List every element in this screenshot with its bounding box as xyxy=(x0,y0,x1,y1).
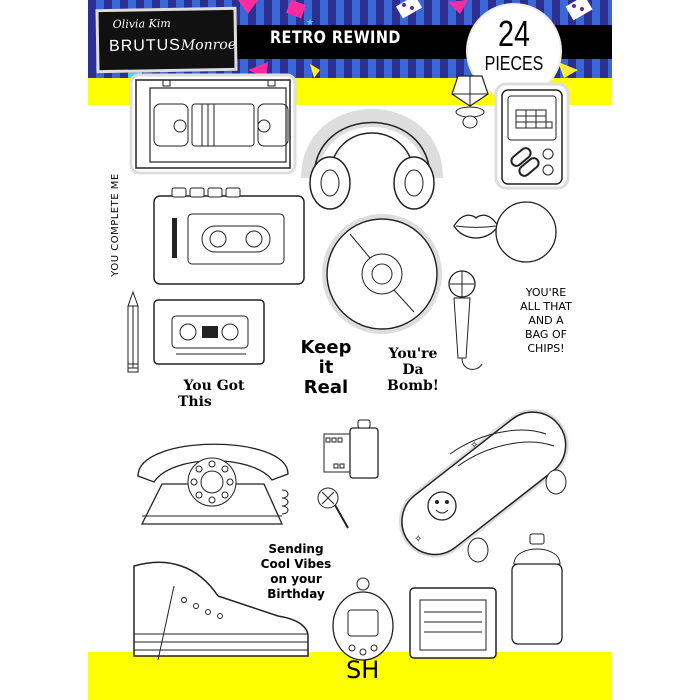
svg-text:✧: ✧ xyxy=(414,534,422,545)
text-line: on your xyxy=(270,572,322,586)
handheld-game-icon xyxy=(494,82,570,190)
sneaker-icon xyxy=(133,561,309,661)
sentiment-youre-da-bomb: You're Da Bomb! xyxy=(378,346,448,394)
svg-text:✧: ✧ xyxy=(470,440,478,451)
brand-name-script: Monroe xyxy=(180,36,237,54)
microphone-icon xyxy=(448,270,483,370)
brand-name: BRUTUSMonroe xyxy=(109,36,236,56)
text-line: Cool Vibes xyxy=(260,557,332,571)
text-line: CHIPS! xyxy=(527,342,565,355)
piece-count: 24 xyxy=(497,13,531,54)
walkman-icon xyxy=(153,187,305,285)
film-roll-icon xyxy=(323,419,379,479)
lips-icon xyxy=(453,214,499,239)
sentiment-you-got-this: You Got This xyxy=(174,378,254,410)
floppy-disk-icon xyxy=(409,587,497,659)
text-line: YOU'RE xyxy=(525,286,567,299)
ring-pop-icon xyxy=(451,75,489,129)
cassette-tape-icon xyxy=(153,299,265,365)
piece-label: PIECES xyxy=(484,53,544,75)
sentiment-cool-vibes: Sending Cool Vibes on your Birthday xyxy=(254,542,338,602)
text-line: Real xyxy=(303,377,349,398)
sentiment-all-that: YOU'RE ALL THAT AND A BAG OF CHIPS! xyxy=(516,286,576,356)
skateboard-icon: ✧✧ xyxy=(398,409,569,563)
svg-text:★: ★ xyxy=(306,17,314,27)
text-line: You Got xyxy=(183,378,245,394)
text-line: Birthday xyxy=(267,587,325,601)
text-line: BAG OF xyxy=(525,328,567,341)
tamagotchi-icon xyxy=(332,577,394,661)
text-line: Keep xyxy=(300,337,352,358)
sentiment-you-complete-me: YOU COMPLETE ME xyxy=(110,173,121,277)
headphones-icon xyxy=(301,109,443,210)
sentiment-keep-it-real: Keep it Real xyxy=(286,338,366,398)
text-line: You're xyxy=(388,346,438,362)
pencil-icon xyxy=(127,290,139,373)
text-line: it xyxy=(318,357,334,378)
brand-name-main: BRUTUS xyxy=(108,36,182,56)
brand-signature: Olivia Kim xyxy=(112,16,171,31)
brand-logo: Olivia Kim BRUTUSMonroe xyxy=(95,6,238,74)
text-line: Bomb! xyxy=(387,378,439,394)
telephone-icon xyxy=(137,443,289,525)
spray-can-icon xyxy=(511,533,563,645)
text-line: This xyxy=(178,394,212,410)
product-card: ★ ★ RETRO REWIND Olivia Kim BRUTUSMonroe… xyxy=(88,0,612,700)
text-line: ALL THAT xyxy=(520,300,572,313)
bottom-yellow-band xyxy=(88,652,612,700)
memphis-pattern-icon: ★ ★ xyxy=(128,0,593,78)
product-title: RETRO REWIND xyxy=(270,28,401,48)
cd-icon xyxy=(322,214,442,334)
lollipop-icon xyxy=(317,487,349,529)
bottom-partial-text: SH xyxy=(346,656,380,684)
bubble-gum-icon xyxy=(495,201,557,263)
text-line: AND A xyxy=(528,314,564,327)
text-line: Da xyxy=(402,362,424,378)
vhs-tape-icon xyxy=(129,73,297,175)
text-line: Sending xyxy=(268,542,324,556)
